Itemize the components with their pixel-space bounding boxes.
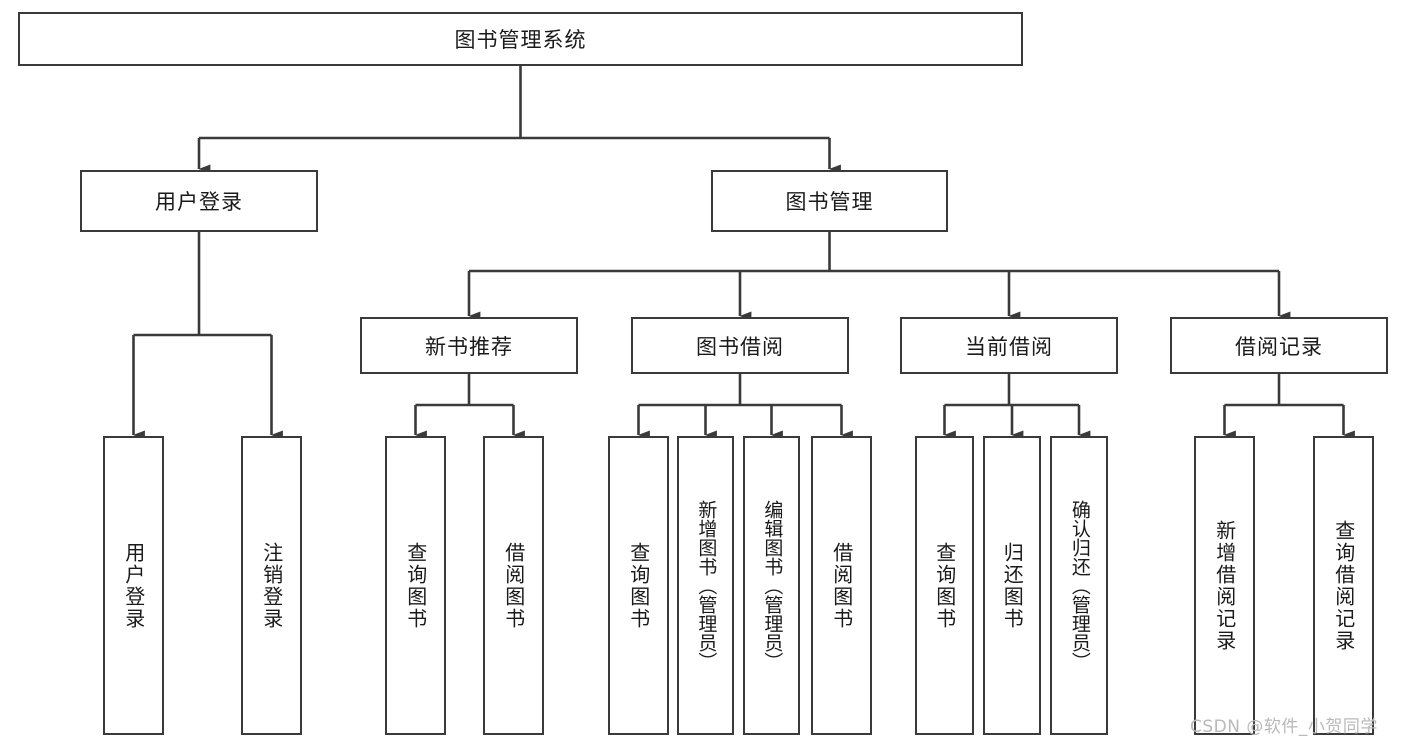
- node-label: 确认归还（管理员）: [1068, 500, 1091, 671]
- node-label: 图书借阅: [696, 334, 784, 359]
- node-label: 查询借阅记录: [1331, 519, 1356, 652]
- node-leaf-add-record[interactable]: 新增借阅记录: [1194, 436, 1255, 735]
- node-newbook[interactable]: 新书推荐: [360, 317, 578, 374]
- node-current[interactable]: 当前借阅: [900, 317, 1118, 374]
- node-leaf-query-book-2[interactable]: 查询图书: [608, 436, 669, 735]
- node-leaf-query-book-3[interactable]: 查询图书: [915, 436, 974, 735]
- node-leaf-query-record[interactable]: 查询借阅记录: [1313, 436, 1374, 735]
- node-label: 图书管理系统: [454, 28, 587, 52]
- node-label: 借阅图书: [829, 541, 854, 630]
- node-login[interactable]: 用户登录: [80, 170, 318, 232]
- node-label: 新增借阅记录: [1212, 519, 1237, 652]
- node-bookmgmt[interactable]: 图书管理: [711, 170, 948, 232]
- node-label: 用户登录: [121, 541, 146, 630]
- node-leaf-borrow-book-2[interactable]: 借阅图书: [811, 436, 872, 735]
- node-record[interactable]: 借阅记录: [1170, 317, 1388, 374]
- node-label: 归还图书: [1000, 541, 1025, 630]
- node-label: 编辑图书（管理员）: [761, 500, 784, 671]
- node-root[interactable]: 图书管理系统: [18, 12, 1023, 66]
- node-label: 借阅图书: [501, 541, 526, 630]
- node-label: 查询图书: [932, 541, 957, 630]
- node-borrow[interactable]: 图书借阅: [631, 317, 849, 374]
- node-label: 当前借阅: [965, 334, 1053, 359]
- node-label: 图书管理: [785, 190, 874, 214]
- node-leaf-return-book[interactable]: 归还图书: [983, 436, 1041, 735]
- node-leaf-borrow-book-1[interactable]: 借阅图书: [483, 436, 544, 735]
- node-leaf-logout[interactable]: 注销登录: [241, 436, 302, 735]
- node-leaf-add-book[interactable]: 新增图书（管理员）: [677, 436, 734, 735]
- node-leaf-confirm-return[interactable]: 确认归还（管理员）: [1050, 436, 1108, 735]
- watermark: CSDN @软件_小贺同学: [1190, 717, 1378, 737]
- node-label: 新增图书（管理员）: [695, 500, 718, 671]
- node-label: 新书推荐: [425, 334, 513, 359]
- node-label: 注销登录: [259, 541, 284, 630]
- node-label: 用户登录: [155, 190, 243, 214]
- node-leaf-edit-book[interactable]: 编辑图书（管理员）: [743, 436, 800, 735]
- node-leaf-query-book-1[interactable]: 查询图书: [385, 436, 446, 735]
- node-label: 查询图书: [626, 541, 651, 630]
- node-leaf-user-login[interactable]: 用户登录: [103, 436, 164, 735]
- node-label: 借阅记录: [1235, 334, 1323, 359]
- node-label: 查询图书: [403, 541, 428, 630]
